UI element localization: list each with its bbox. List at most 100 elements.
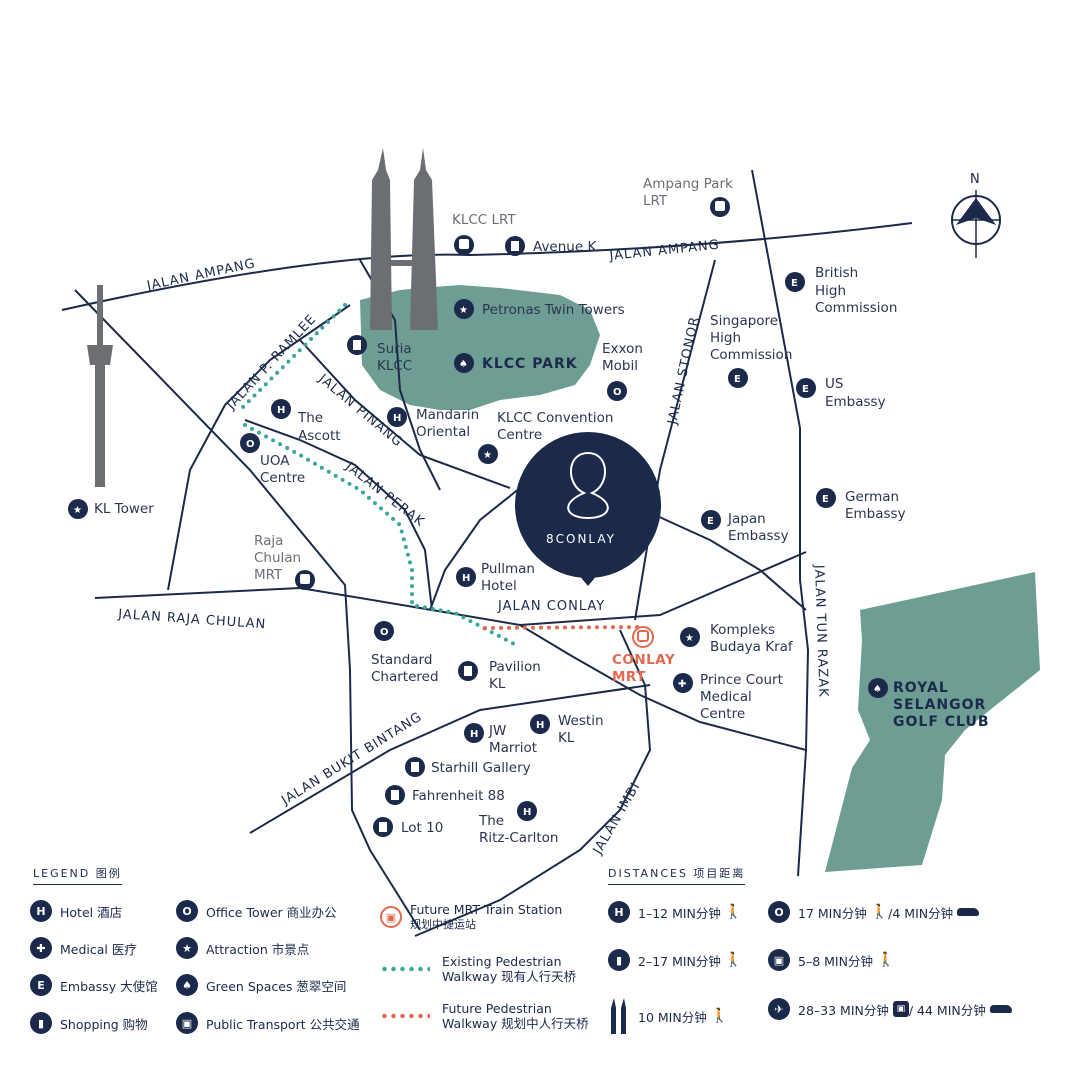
distance-text-2: /4 MIN分钟 [888,905,954,921]
legend-sublabel: Walkway 规划中人行天桥 [442,1016,589,1031]
poi-labels: Ampang Park LRT KLCC LRT Avenue K Britis… [94,176,990,846]
label-golf-3: GOLF CLUB [893,714,990,730]
distance-row-hotel: H 1–12 MIN分钟 🚶 [608,901,742,923]
transport-icon [295,570,315,590]
embassy-icon: E [785,272,805,292]
label-ampang-park: Ampang Park [643,176,733,192]
existing-walkway-p-ramlee [238,303,347,412]
label-us-1: US [825,376,843,392]
label-german-1: German [845,489,899,505]
8conlay-label: 8CONLAY [546,532,616,546]
green-space-icon: ♠ [868,678,888,698]
walking-icon: 🚶 [724,904,743,920]
svg-text:E: E [791,278,798,289]
hotel-icon: H [30,900,52,922]
shopping-icon [405,757,425,777]
label-pavilion-1: Pavilion [489,659,541,675]
shopping-icon [347,335,367,355]
label-prince-2: Medical [700,689,752,705]
embassy-icon: E [701,510,721,530]
transport-icon: ▣ [176,1012,198,1034]
office-icon: O [240,433,260,453]
svg-text:H: H [393,413,401,424]
distance-text: 2–17 MIN分钟 [638,953,721,969]
label-suria-1: Suria [377,341,412,357]
label-standard-2: Chartered [371,669,439,685]
label-prince-1: Prince Court [700,672,783,688]
label-german-2: Embassy [845,506,906,522]
label-klcc-lrt: KLCC LRT [452,212,516,228]
label-singapore-3: Commission [710,347,792,363]
label-ascott-1: The [297,410,323,426]
label-uoa-1: UOA [260,453,290,469]
future-walkway-swatch [380,1013,430,1019]
legend-sublabel: Walkway 现有人行天桥 [442,969,577,984]
legend-label: Embassy 大使馆 [60,978,158,994]
distance-row-twin-towers: 10 MIN分钟 🚶 [608,998,728,1034]
label-british-1: British [815,265,858,281]
hotel-icon: H [608,901,630,923]
label-prince-3: Centre [700,706,745,722]
road-jalan-conlay: JALAN CONLAY [497,599,605,614]
car-icon [957,908,980,916]
office-icon: O [768,901,790,923]
legend-item-future-walkway: Future Pedestrian Walkway 规划中人行天桥 [380,1001,589,1031]
legend-label: Future Pedestrian [442,1001,552,1016]
legend-item-existing-walkway: Existing Pedestrian Walkway 现有人行天桥 [380,954,576,984]
label-golf-1: ROYAL [893,680,949,696]
legend-label: Existing Pedestrian [442,954,562,969]
road-jalan-stonor: JALAN STONOR [665,315,703,427]
distance-row-shopping: ▮ 2–17 MIN分钟 🚶 [608,949,742,971]
label-ampang-park-lrt: LRT [643,193,668,209]
label-conlay-mrt-2: MRT [612,669,646,685]
label-pavilion-2: KL [489,676,506,692]
distance-text: 5–8 MIN分钟 [798,953,873,969]
label-jw-2: Marriot [489,740,537,756]
label-singapore-2: High [710,330,741,346]
svg-text:H: H [536,720,544,731]
existing-walkway-perak [243,423,522,649]
legend-item-hotel: H Hotel 酒店 [30,900,122,922]
label-klcc-convention-1: KLCC Convention [497,410,613,426]
label-raja-chulan-1: Raja [254,533,283,549]
distance-row-airport: ✈ 28–33 MIN分钟 ▣ / 44 MIN分钟 [768,998,1012,1020]
twin-towers-icon [611,998,626,1034]
transport-icon [454,235,474,255]
label-jw-1: JW [488,723,506,739]
legend-label: Green Spaces 葱翠空间 [206,978,347,994]
label-starhill: Starhill Gallery [431,760,531,776]
svg-text:H: H [523,807,531,818]
svg-text:H: H [462,573,470,584]
legend-item-attraction: ★ Attraction 市景点 [176,937,309,959]
distance-text: 28–33 MIN分钟 [798,1002,889,1018]
label-fahrenheit: Fahrenheit 88 [412,788,505,804]
legend-item-office: O Office Tower 商业办公 [176,900,337,922]
attraction-icon: ★ [478,444,498,464]
legend-item-embassy: E Embassy 大使馆 [30,974,158,996]
hotel-icon: H [530,714,550,734]
walking-icon: 🚶 [724,952,743,968]
embassy-icon: E [728,368,748,388]
label-raja-chulan-2: Chulan [254,550,301,566]
kl-tower-illustration [87,285,113,487]
svg-text:E: E [802,384,809,395]
svg-text:O: O [380,627,389,638]
legend-label: Attraction 市景点 [206,941,310,957]
label-exxon-1: Exxon [602,341,643,357]
label-japan-2: Embassy [728,528,789,544]
shopping-icon [458,661,478,681]
legend-label: Public Transport 公共交通 [206,1016,360,1032]
label-ritz-1: The [478,813,504,829]
office-icon: O [374,621,394,641]
legend-label: Medical 医疗 [60,941,137,957]
label-ritz-2: Ritz-Carlton [479,830,559,846]
label-us-2: Embassy [825,394,886,410]
shopping-icon: ▮ [30,1012,52,1034]
svg-text:H: H [277,405,285,416]
label-conlay-mrt-1: CONLAY [612,652,675,668]
road-jalan-p-ramlee: JALAN P. RAMLEE [223,312,319,414]
hotel-icon: H [387,407,407,427]
hotel-icon: H [456,567,476,587]
8conlay-marker: 8CONLAY [515,432,661,586]
label-klcc-convention-2: Centre [497,427,542,443]
